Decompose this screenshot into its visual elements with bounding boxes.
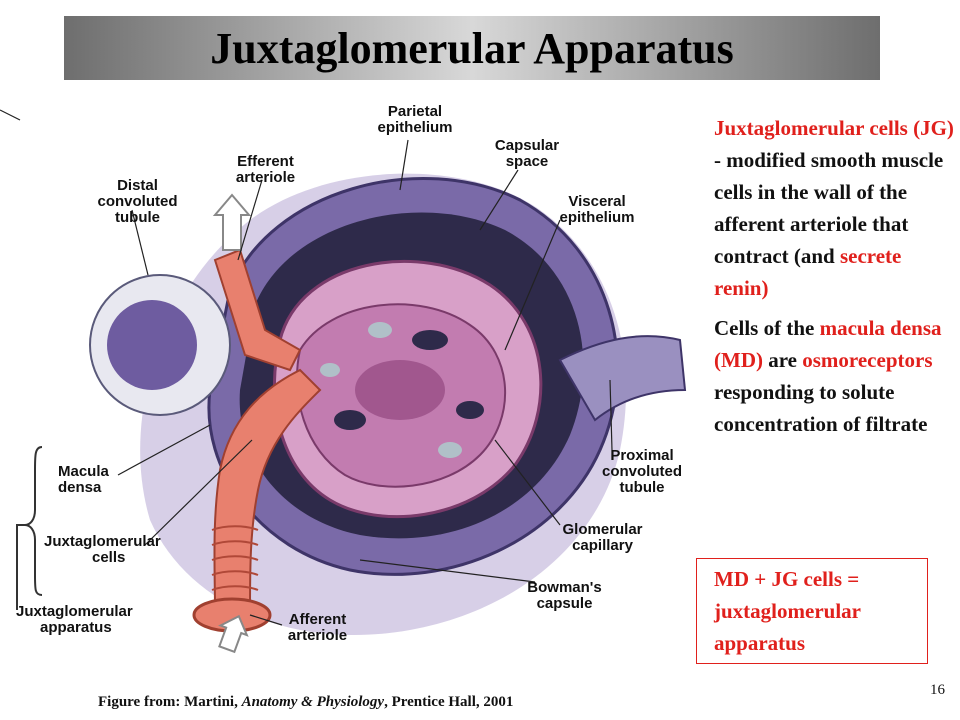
title-bar: Juxtaglomerular Apparatus: [64, 16, 880, 80]
afferent-arrow: [218, 614, 249, 654]
label-juxtaglomerular-cells: Juxtaglomerular cells: [44, 533, 161, 566]
distal-tubule-lumen: [107, 300, 197, 390]
label-proximal-convoluted-tubule: Proximal convoluted tubule: [601, 447, 682, 496]
jga-bracket: [16, 446, 43, 610]
macula-densa-description: Cells of the macula densa (MD) are osmor…: [714, 316, 942, 436]
label-parietal-epithelium: Parietal epithelium: [377, 103, 453, 136]
leader-lines: [0, 109, 613, 626]
slide-title: Juxtaglomerular Apparatus: [210, 23, 734, 73]
label-bowmans-capsule: Bowman's capsule: [527, 579, 602, 612]
label-macula-densa: Macula densa: [58, 463, 109, 496]
label-distal-convoluted-tubule: Distal convoluted tubule: [97, 177, 178, 226]
text-panel: Juxtaglomerular cells (JG) - modified sm…: [714, 112, 954, 448]
label-afferent-arteriole: Afferent arteriole: [287, 611, 348, 644]
jga-definition-box: MD + JG cells = juxtaglomerular apparatu…: [696, 558, 928, 664]
jga-illustration: [0, 109, 687, 654]
efferent-arrow: [212, 193, 252, 251]
figure-caption: Figure from: Martini, Anatomy & Physiolo…: [98, 694, 514, 710]
proximal-tubule: [558, 335, 687, 422]
afferent-coils: [211, 525, 259, 591]
label-juxtaglomerular-apparatus: Juxtaglomerular apparatus: [16, 603, 133, 636]
glomerular-capillary-tuft: [273, 259, 543, 518]
jg-cells-description: Juxtaglomerular cells (JG) - modified sm…: [714, 116, 954, 300]
label-capsular-space: Capsular space: [494, 137, 560, 170]
slide-number: 16: [930, 682, 945, 698]
label-efferent-arteriole: Efferent arteriole: [235, 153, 296, 186]
jga-diagram: Parietal epithelium Capsular space Effer…: [0, 90, 700, 690]
label-visceral-epithelium: Visceral epithelium: [559, 193, 635, 226]
jga-definition-text: MD + JG cells = juxtaglomerular apparatu…: [714, 567, 861, 655]
label-glomerular-capillary: Glomerular capillary: [562, 521, 643, 554]
